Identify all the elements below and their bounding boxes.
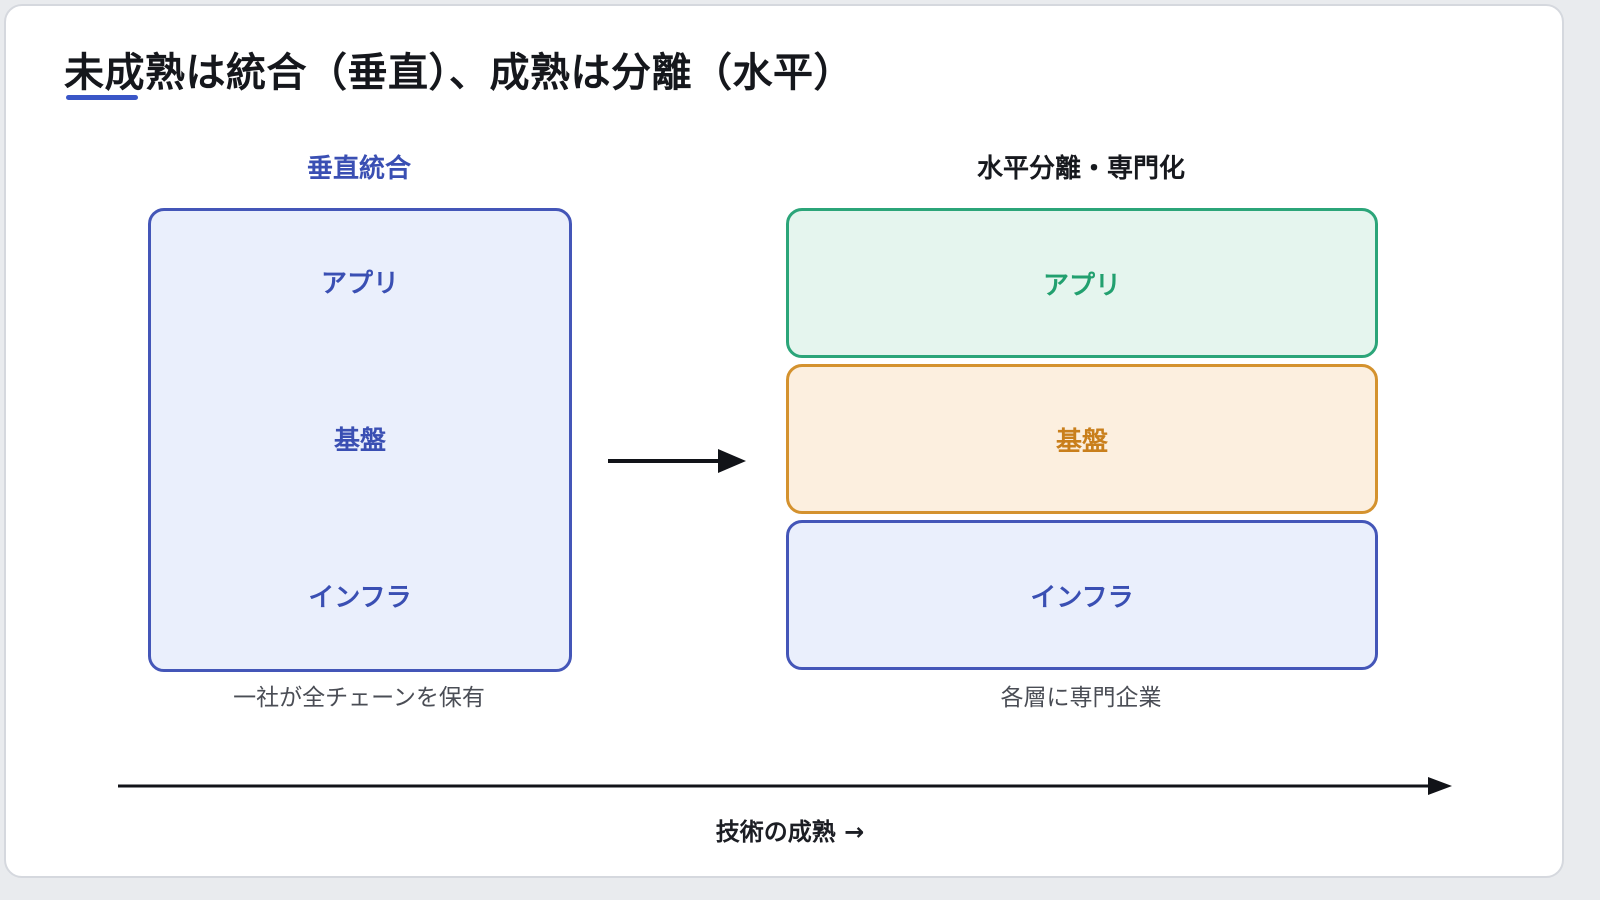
vertical-integration-heading: 垂直統合	[306, 154, 411, 184]
vertical-integration-box: アプリ 基盤 インフラ	[148, 208, 572, 672]
horizontal-separation-caption: 各層に専門企業	[1000, 685, 1162, 711]
maturity-axis-arrow	[118, 777, 1452, 795]
horizontal-layer-app: アプリ	[786, 208, 1378, 358]
vertical-layer-infra: インフラ	[308, 583, 412, 613]
horizontal-separation-heading: 水平分離・専門化	[976, 154, 1185, 184]
transition-arrow	[608, 449, 746, 473]
title-underline	[66, 95, 138, 100]
horizontal-layer-infra: インフラ	[786, 520, 1378, 670]
page-title: 未成熟は統合（垂直）、成熟は分離（水平）	[64, 50, 854, 96]
horizontal-layer-base: 基盤	[786, 364, 1378, 514]
maturity-axis-label: 技術の成熟 →	[715, 818, 865, 846]
vertical-layer-app: アプリ	[320, 269, 399, 299]
vertical-integration-caption: 一社が全チェーンを保有	[233, 685, 485, 711]
vertical-layer-base: 基盤	[333, 426, 386, 456]
